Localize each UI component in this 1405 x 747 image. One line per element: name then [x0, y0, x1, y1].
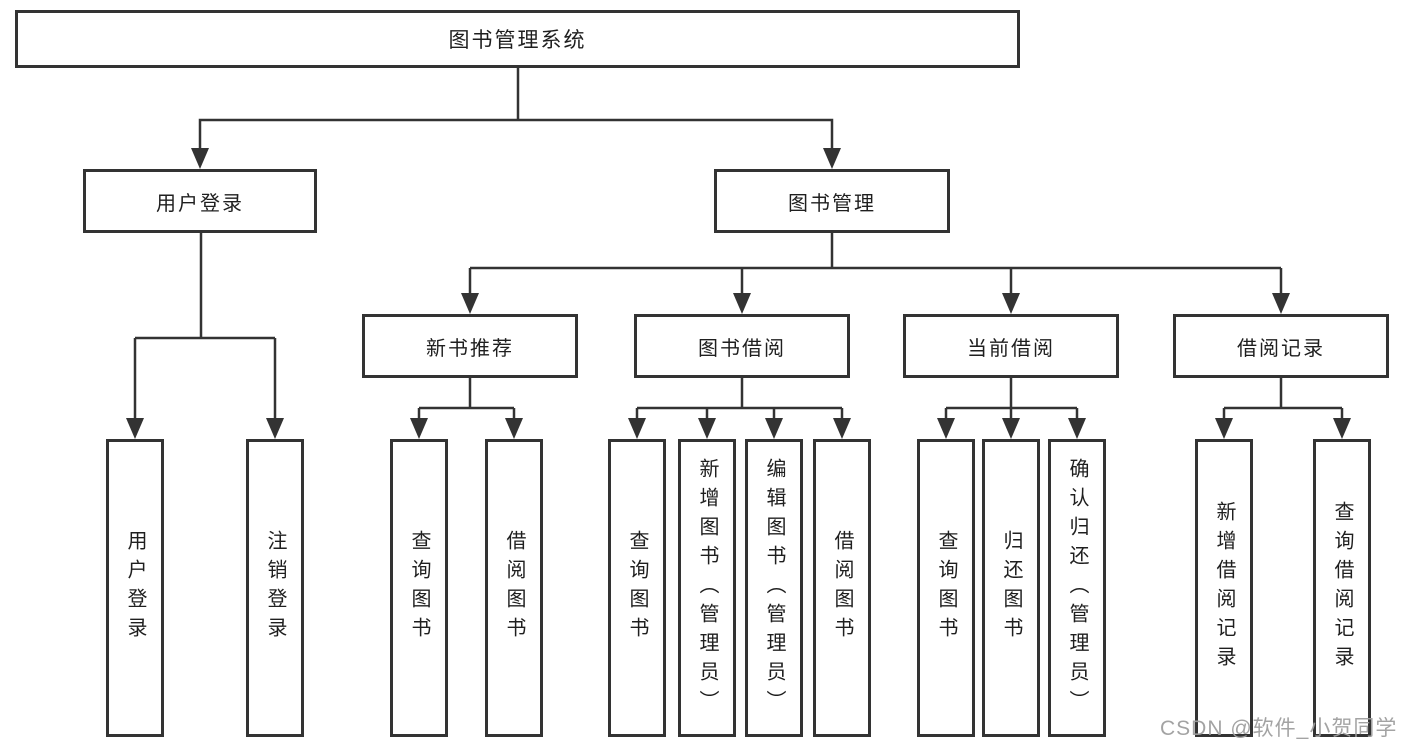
leaf-add-borrow-record: 新增借阅记录	[1195, 439, 1253, 737]
node-root-label: 图书管理系统	[448, 29, 587, 52]
leaf-confirm-return-admin-label: 确认归还（管理员）	[1066, 457, 1088, 719]
leaf-return-books-label: 归还图书	[1000, 530, 1022, 646]
leaf-query-books-current: 查询图书	[917, 439, 975, 737]
leaf-query-borrow-record-label: 查询借阅记录	[1331, 501, 1353, 675]
node-current-borrowing: 当前借阅	[903, 314, 1119, 378]
node-user-login: 用户登录	[83, 169, 317, 233]
leaf-logout: 注销登录	[246, 439, 304, 737]
node-borrowing-records-label: 借阅记录	[1237, 337, 1325, 360]
leaf-add-book-admin-label: 新增图书（管理员）	[696, 457, 718, 719]
leaf-query-books-borrowing: 查询图书	[608, 439, 666, 737]
leaf-borrow-books-borrowing: 借阅图书	[813, 439, 871, 737]
leaf-edit-book-admin-label: 编辑图书（管理员）	[763, 457, 785, 719]
leaf-user-login-label: 用户登录	[124, 530, 146, 646]
leaf-confirm-return-admin: 确认归还（管理员）	[1048, 439, 1106, 737]
leaf-logout-label: 注销登录	[264, 530, 286, 646]
node-book-borrowing: 图书借阅	[634, 314, 850, 378]
leaf-edit-book-admin: 编辑图书（管理员）	[745, 439, 803, 737]
leaf-query-books-borrowing-label: 查询图书	[626, 530, 648, 646]
node-user-login-label: 用户登录	[156, 192, 244, 215]
node-root: 图书管理系统	[15, 10, 1020, 68]
leaf-add-borrow-record-label: 新增借阅记录	[1213, 501, 1235, 675]
node-new-book-recommend-label: 新书推荐	[426, 337, 514, 360]
node-new-book-recommend: 新书推荐	[362, 314, 578, 378]
leaf-borrow-books-recommend: 借阅图书	[485, 439, 543, 737]
node-book-management-label: 图书管理	[788, 192, 876, 215]
leaf-borrow-books-borrowing-label: 借阅图书	[831, 530, 853, 646]
leaf-query-borrow-record: 查询借阅记录	[1313, 439, 1371, 737]
leaf-query-books-recommend-label: 查询图书	[408, 530, 430, 646]
node-book-borrowing-label: 图书借阅	[698, 337, 786, 360]
leaf-user-login: 用户登录	[106, 439, 164, 737]
leaf-query-books-current-label: 查询图书	[935, 530, 957, 646]
leaf-query-books-recommend: 查询图书	[390, 439, 448, 737]
node-book-management: 图书管理	[714, 169, 950, 233]
leaf-add-book-admin: 新增图书（管理员）	[678, 439, 736, 737]
node-borrowing-records: 借阅记录	[1173, 314, 1389, 378]
watermark: CSDN @软件_小贺同学	[1160, 717, 1398, 740]
leaf-borrow-books-recommend-label: 借阅图书	[503, 530, 525, 646]
arrowhead-icons	[126, 148, 1351, 439]
node-current-borrowing-label: 当前借阅	[967, 337, 1055, 360]
leaf-return-books: 归还图书	[982, 439, 1040, 737]
